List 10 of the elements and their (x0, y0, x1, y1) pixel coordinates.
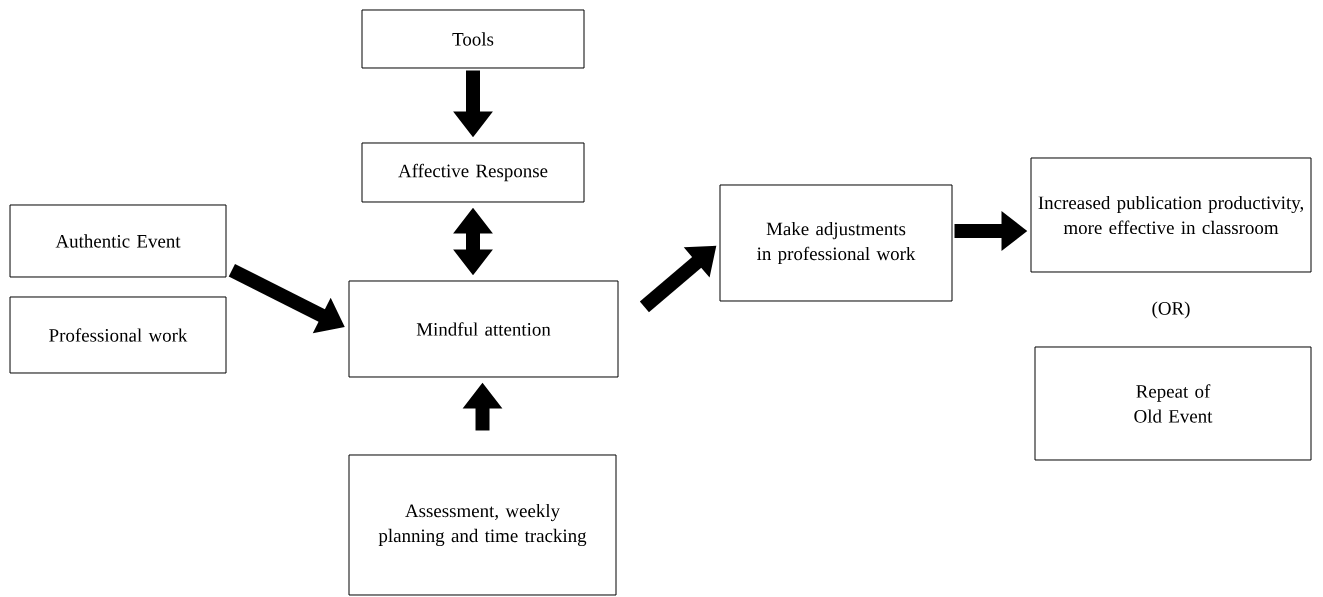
process-box: Make adjustments in professional work (719, 184, 953, 302)
process-box: Professional work (9, 296, 227, 374)
process-box: Repeat of Old Event (1034, 346, 1312, 461)
process-box: Tools (361, 9, 585, 69)
process-box: Increased publication productivity, more effective in classroom (1030, 157, 1312, 273)
process-box: Authentic Event (9, 204, 227, 278)
process-box: Affective Response (361, 142, 585, 203)
process-box: Assessment, weekly planning and time tracking (348, 454, 617, 596)
note-label: (OR) (1152, 301, 1190, 319)
process-box: Mindful attention (348, 280, 619, 378)
